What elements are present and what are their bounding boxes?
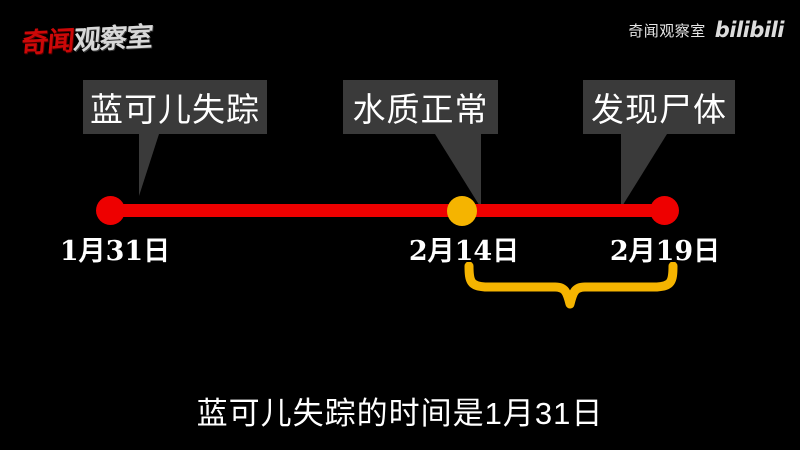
watermark-channel-name: 奇闻观察室 [628,23,706,40]
timeline-bar [110,204,665,217]
timeline-marker-middle [447,196,477,226]
timeline-date-label-2: 2月14日 [408,236,520,267]
channel-logo-white-text: 观察室 [72,21,154,57]
timeline-range-brace [464,262,678,309]
brace-path [464,262,678,309]
bilibili-logo: bilibili [714,18,785,42]
timeline-date-label-1: 1月31日 [59,236,171,267]
callout-label-1: 蓝可儿失踪 [90,91,260,128]
callout-box-body-found: 发现尸体 [583,80,735,208]
timeline-date-label-3: 2月19日 [609,236,721,267]
timeline-marker-start [96,196,125,225]
callout-tail-3 [621,134,667,208]
callout-label-2: 水质正常 [352,91,489,128]
channel-logo: 奇闻 观察室 [20,15,154,61]
callout-box-water-normal: 水质正常 [343,80,498,208]
watermark: 奇闻观察室 bilibili [628,20,784,41]
callout-tail-1 [139,134,159,196]
callout-box-missing: 蓝可儿失踪 [83,80,267,196]
channel-logo-red-text: 奇闻 [19,25,76,60]
callout-tail-2 [435,134,481,208]
subtitle-text: 蓝可儿失踪的时间是1月31日 [196,396,604,431]
callout-label-3: 发现尸体 [591,91,727,128]
timeline-marker-end [650,196,679,225]
